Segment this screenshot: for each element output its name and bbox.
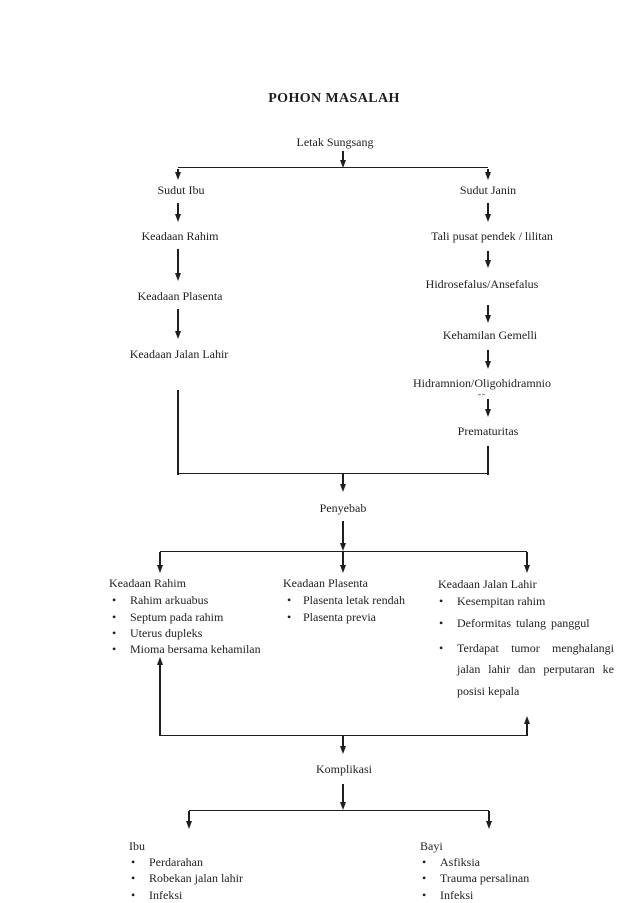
bullet-icon: • xyxy=(439,616,444,630)
arrow-left-1 xyxy=(177,203,179,214)
arrow-to-penyebab xyxy=(342,474,344,484)
col3-header: Keadaan Jalan Lahir xyxy=(438,577,537,591)
list-item: •Infeksi xyxy=(131,888,183,902)
bayi-header: Bayi xyxy=(420,839,443,853)
node-komplikasi: Komplikasi xyxy=(316,762,372,776)
connector-converge xyxy=(178,473,488,475)
arrowhead-to-col3 xyxy=(526,552,528,565)
list-item: •Mioma bersama kehamilan xyxy=(112,642,261,656)
node-prematuritas: Prematuritas xyxy=(457,424,519,438)
node-kehamilan-gemelli: Kehamilan Gemelli xyxy=(442,328,538,342)
ibu-header: Ibu xyxy=(129,839,145,853)
list-item: •Uterus dupleks xyxy=(112,626,203,640)
list-item: •Septum pada rahim xyxy=(112,610,224,624)
node-penyebab: Penyebab xyxy=(319,501,367,515)
arrowhead-to-sudut-ibu xyxy=(177,169,179,172)
list-item-line: jalan lahir dan perputaran ke xyxy=(457,662,614,676)
list-item: •Infeksi xyxy=(422,888,474,902)
list-item: •Asfiksia xyxy=(422,855,480,869)
arrowhead-to-ibu xyxy=(188,811,190,821)
list-item: •Kesempitan rahim xyxy=(439,594,546,608)
arrow-to-komplikasi xyxy=(342,736,344,746)
col2-header: Keadaan Plasenta xyxy=(283,576,368,590)
bullet-icon: • xyxy=(131,855,136,869)
arrow-up-right xyxy=(526,724,528,736)
bullet-icon: • xyxy=(112,610,117,624)
connector-right-down xyxy=(487,446,489,475)
arrow-root-down xyxy=(342,151,344,160)
node-hidramnion: Hidramnion/Oligohidramnio xyxy=(413,376,551,390)
page-title: POHON MASALAH xyxy=(268,91,400,106)
arrow-right-3 xyxy=(487,305,489,315)
arrow-right-5 xyxy=(487,399,489,409)
bullet-icon: • xyxy=(112,626,117,640)
node-keadaan-jalan-lahir: Keadaan Jalan Lahir xyxy=(129,347,229,361)
arrow-penyebab-down xyxy=(342,521,344,543)
connector-split-1 xyxy=(178,167,488,169)
arrow-left-3 xyxy=(177,309,179,331)
bullet-icon: • xyxy=(131,871,136,885)
stray-mark: -- xyxy=(478,389,486,399)
bullet-icon: • xyxy=(112,642,117,656)
list-item-line: posisi kepala xyxy=(457,684,520,698)
arrow-right-4 xyxy=(487,350,489,361)
list-item: •Plasenta previa xyxy=(287,610,376,624)
list-item: • xyxy=(439,642,457,655)
connector-split-2 xyxy=(189,810,489,812)
bullet-icon: • xyxy=(112,593,117,607)
col1-header: Keadaan Rahim xyxy=(109,576,186,590)
node-keadaan-rahim: Keadaan Rahim xyxy=(141,229,219,243)
list-item: •Rahim arkuabus xyxy=(112,593,209,607)
bullet-icon: • xyxy=(131,888,136,902)
list-item: •Deformitas tulang panggul xyxy=(439,616,590,630)
list-item: •Trauma persalinan xyxy=(422,871,530,885)
arrowhead-to-col1 xyxy=(159,552,161,565)
arrow-right-2 xyxy=(487,251,489,260)
bullet-icon: • xyxy=(439,594,444,608)
node-tali-pusat: Tali pusat pendek / lilitan xyxy=(431,229,553,243)
node-hidrosefalus: Hidrosefalus/Ansefalus xyxy=(425,277,539,291)
bullet-icon: • xyxy=(439,641,444,655)
list-item: •Robekan jalan lahir xyxy=(131,871,243,885)
arrow-right-1 xyxy=(487,203,489,214)
arrow-komplikasi-down xyxy=(342,784,344,802)
arrowhead-to-col2 xyxy=(342,552,344,565)
bullet-icon: • xyxy=(422,871,427,885)
arrow-up-left xyxy=(159,665,161,736)
node-letak-sungsang: Letak Sungsang xyxy=(296,135,374,149)
list-item: •Plasenta letak rendah xyxy=(287,593,405,607)
connector-left-down xyxy=(177,390,179,475)
arrowhead-to-bayi xyxy=(488,811,490,821)
arrow-left-2 xyxy=(177,249,179,273)
node-keadaan-plasenta: Keadaan Plasenta xyxy=(137,289,223,303)
arrowhead-to-sudut-janin xyxy=(487,169,489,172)
bullet-icon: • xyxy=(422,888,427,902)
bullet-icon: • xyxy=(422,855,427,869)
bullet-icon: • xyxy=(287,593,292,607)
node-sudut-ibu: Sudut Ibu xyxy=(157,183,205,197)
node-sudut-janin: Sudut Janin xyxy=(459,183,517,197)
list-item: •Perdarahan xyxy=(131,855,203,869)
bullet-icon: • xyxy=(287,610,292,624)
list-item-line: Terdapat tumor menghalangi xyxy=(457,641,614,655)
